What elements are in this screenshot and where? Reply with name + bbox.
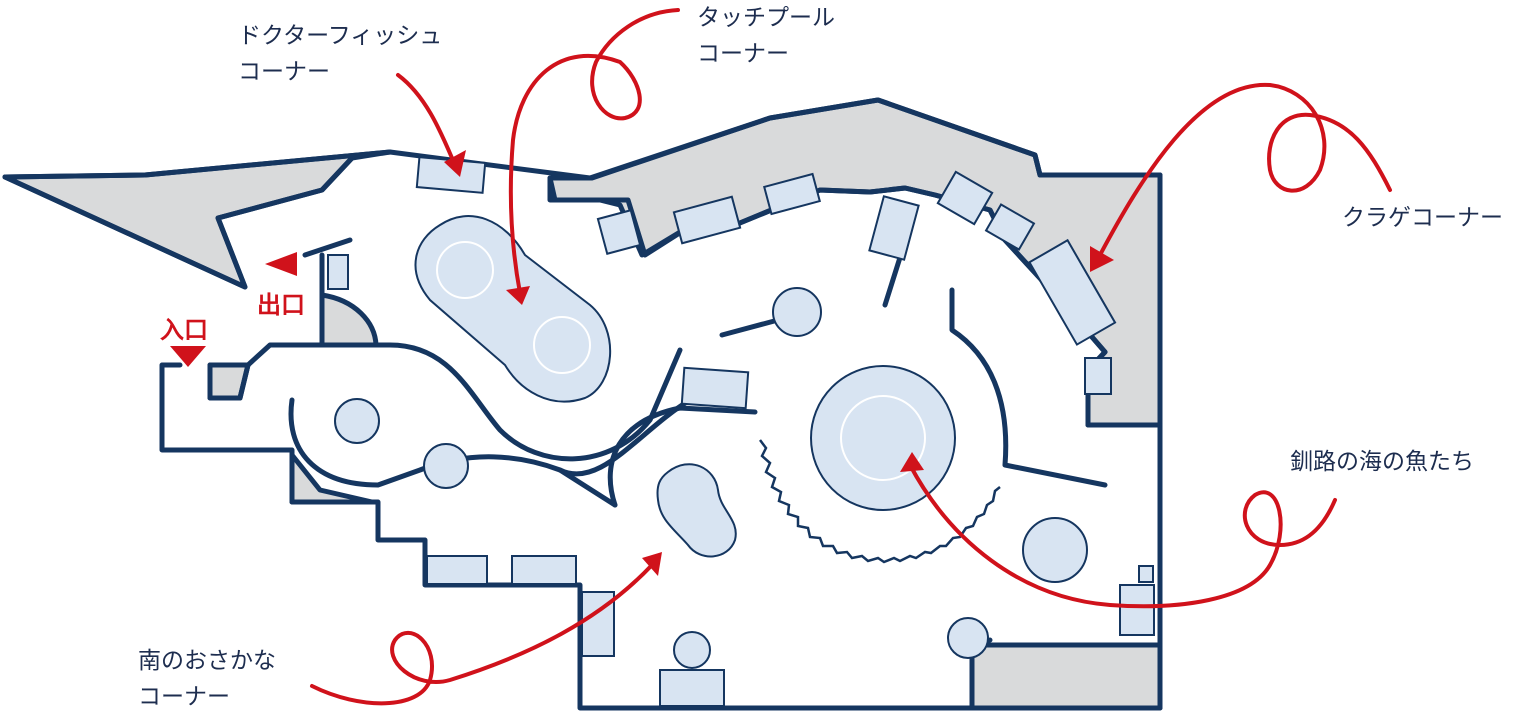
exit-label-text: 出口 [257, 291, 305, 319]
exit-arrow-icon [265, 252, 297, 276]
entrance-label-text: 入口 [160, 316, 208, 344]
bean-tank [656, 463, 737, 558]
entrance-label: 入口 [160, 315, 208, 345]
wall-south-curve [288, 397, 618, 508]
jelly-tank-1 [936, 170, 994, 226]
doctor-fish-label-line2: コーナー [238, 59, 330, 85]
main-tank-ring [840, 395, 926, 481]
tank-central [680, 366, 750, 410]
round-tank-2 [334, 398, 380, 444]
wall-entrance-corridor [245, 342, 325, 368]
round-tank-1 [772, 287, 822, 337]
main-tank [810, 365, 956, 511]
tank-north-3 [763, 172, 821, 216]
tank-south-3 [581, 591, 615, 657]
touch-pool-arrow-head [506, 286, 530, 305]
wall-round-hall [949, 287, 1108, 488]
tank-north-2 [672, 195, 742, 245]
doctor-fish-label-line1: ドクターフィッシュ [238, 23, 443, 49]
wall-pillar-stub [719, 317, 781, 338]
jellyfish-arrow-head [1090, 246, 1114, 272]
tank-southeast-2 [1138, 565, 1154, 583]
tank-north-4 [868, 195, 920, 261]
jellyfish-pointer [1098, 82, 1392, 257]
tank-north-1 [596, 208, 642, 256]
tank-southeast-1 [1119, 584, 1155, 636]
wall-entrance-inner [207, 362, 251, 401]
jelly-tank-3 [1028, 238, 1117, 346]
kushiro-sea-fish-label: 釧路の海の魚たち [1290, 444, 1474, 480]
jelly-tank-2 [984, 203, 1036, 251]
wall-north-inner [2, 155, 355, 290]
wall-entrance [159, 362, 1163, 711]
southern-fish-label-line2: コーナー [138, 684, 230, 710]
jellyfish-label-text: クラゲコーナー [1342, 205, 1503, 231]
touch-pool-label-line2: コーナー [697, 41, 789, 67]
kushiro-sea-arrow-head [900, 452, 924, 472]
round-tank-5 [947, 617, 989, 659]
southern-fish-pointer [310, 563, 654, 706]
wall-exit-room [302, 237, 683, 462]
southern-fish-label-line1: 南のおさかな [138, 648, 276, 674]
touch-pool-corner-label: タッチプール コーナー [697, 0, 835, 72]
round-tank-6 [673, 631, 711, 669]
jellyfish-corner-label: クラゲコーナー [1342, 200, 1503, 236]
entrance-arrow-icon [170, 346, 206, 367]
touch-pool-tank [414, 215, 611, 403]
tank-south-4 [659, 669, 725, 707]
kushiro-sea-pointer [908, 463, 1337, 609]
gray-area-southeast [969, 642, 1163, 711]
wall-west-wing [2, 97, 1163, 711]
tank-east-small [1084, 357, 1112, 395]
touch-pool-pointer [508, 8, 680, 295]
round-tank-3 [423, 443, 469, 489]
southern-fish-corner-label: 南のおさかな コーナー [138, 643, 276, 715]
touch-pool-ring-1 [436, 241, 494, 299]
tank-south-1 [426, 555, 488, 585]
doctor-fish-arrow-head [444, 150, 466, 177]
kushiro-sea-label-text: 釧路の海の魚たち [1290, 449, 1474, 475]
touch-pool-ring-2 [533, 316, 591, 374]
doctor-fish-pointer [396, 73, 454, 160]
doctor-fish-corner-label: ドクターフィッシュ コーナー [238, 18, 442, 90]
wall-jagged-arc [759, 439, 1001, 564]
exit-label: 出口 [257, 290, 305, 320]
tank-exit-room [327, 254, 349, 290]
gray-area-exit-room [319, 292, 379, 348]
round-tank-4 [1022, 517, 1088, 583]
touch-pool-label-line1: タッチプール [697, 5, 835, 31]
wall-central-arc-2 [557, 397, 693, 477]
southern-fish-arrow-head [642, 552, 662, 576]
tank-south-2 [511, 555, 577, 585]
